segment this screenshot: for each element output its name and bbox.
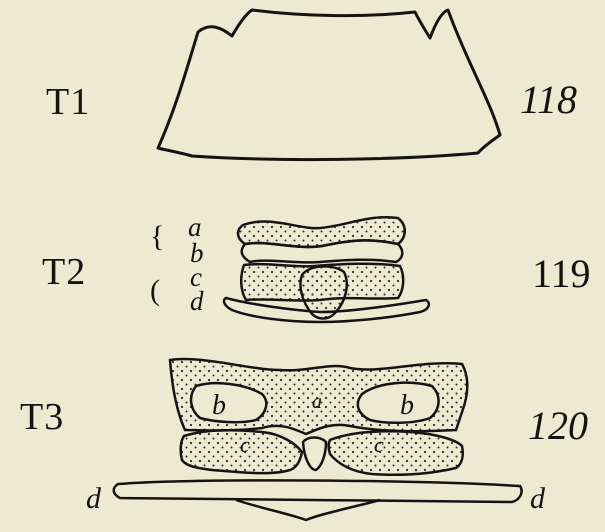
t2-lower-brace: ( — [150, 276, 160, 306]
t3-label-a: a — [312, 391, 322, 413]
t3-basal-bar — [114, 480, 522, 520]
t3-lower-plate — [181, 430, 463, 475]
t3-figure-number: 120 — [528, 402, 588, 449]
t3-label-d-left: d — [86, 482, 102, 515]
t3-label-d-right: d — [530, 482, 546, 515]
t2-upper-brace: { — [150, 222, 164, 252]
t3-label-b-right: b — [400, 390, 414, 421]
t3-label-c-left: c — [240, 432, 250, 457]
t1-row-label: T1 — [46, 80, 90, 124]
t2-figure-number: 119 — [532, 250, 591, 297]
t3-label-b-left: b — [212, 390, 226, 421]
t2-label-d: d — [190, 288, 204, 315]
t2-label-a: a — [188, 214, 202, 241]
t1-tergite-outline — [158, 10, 500, 160]
t1-figure-number: 118 — [520, 76, 577, 123]
t3-label-c-right: c — [374, 432, 384, 457]
t2-row-label: T2 — [42, 250, 86, 294]
t3-row-label: T3 — [20, 395, 64, 439]
